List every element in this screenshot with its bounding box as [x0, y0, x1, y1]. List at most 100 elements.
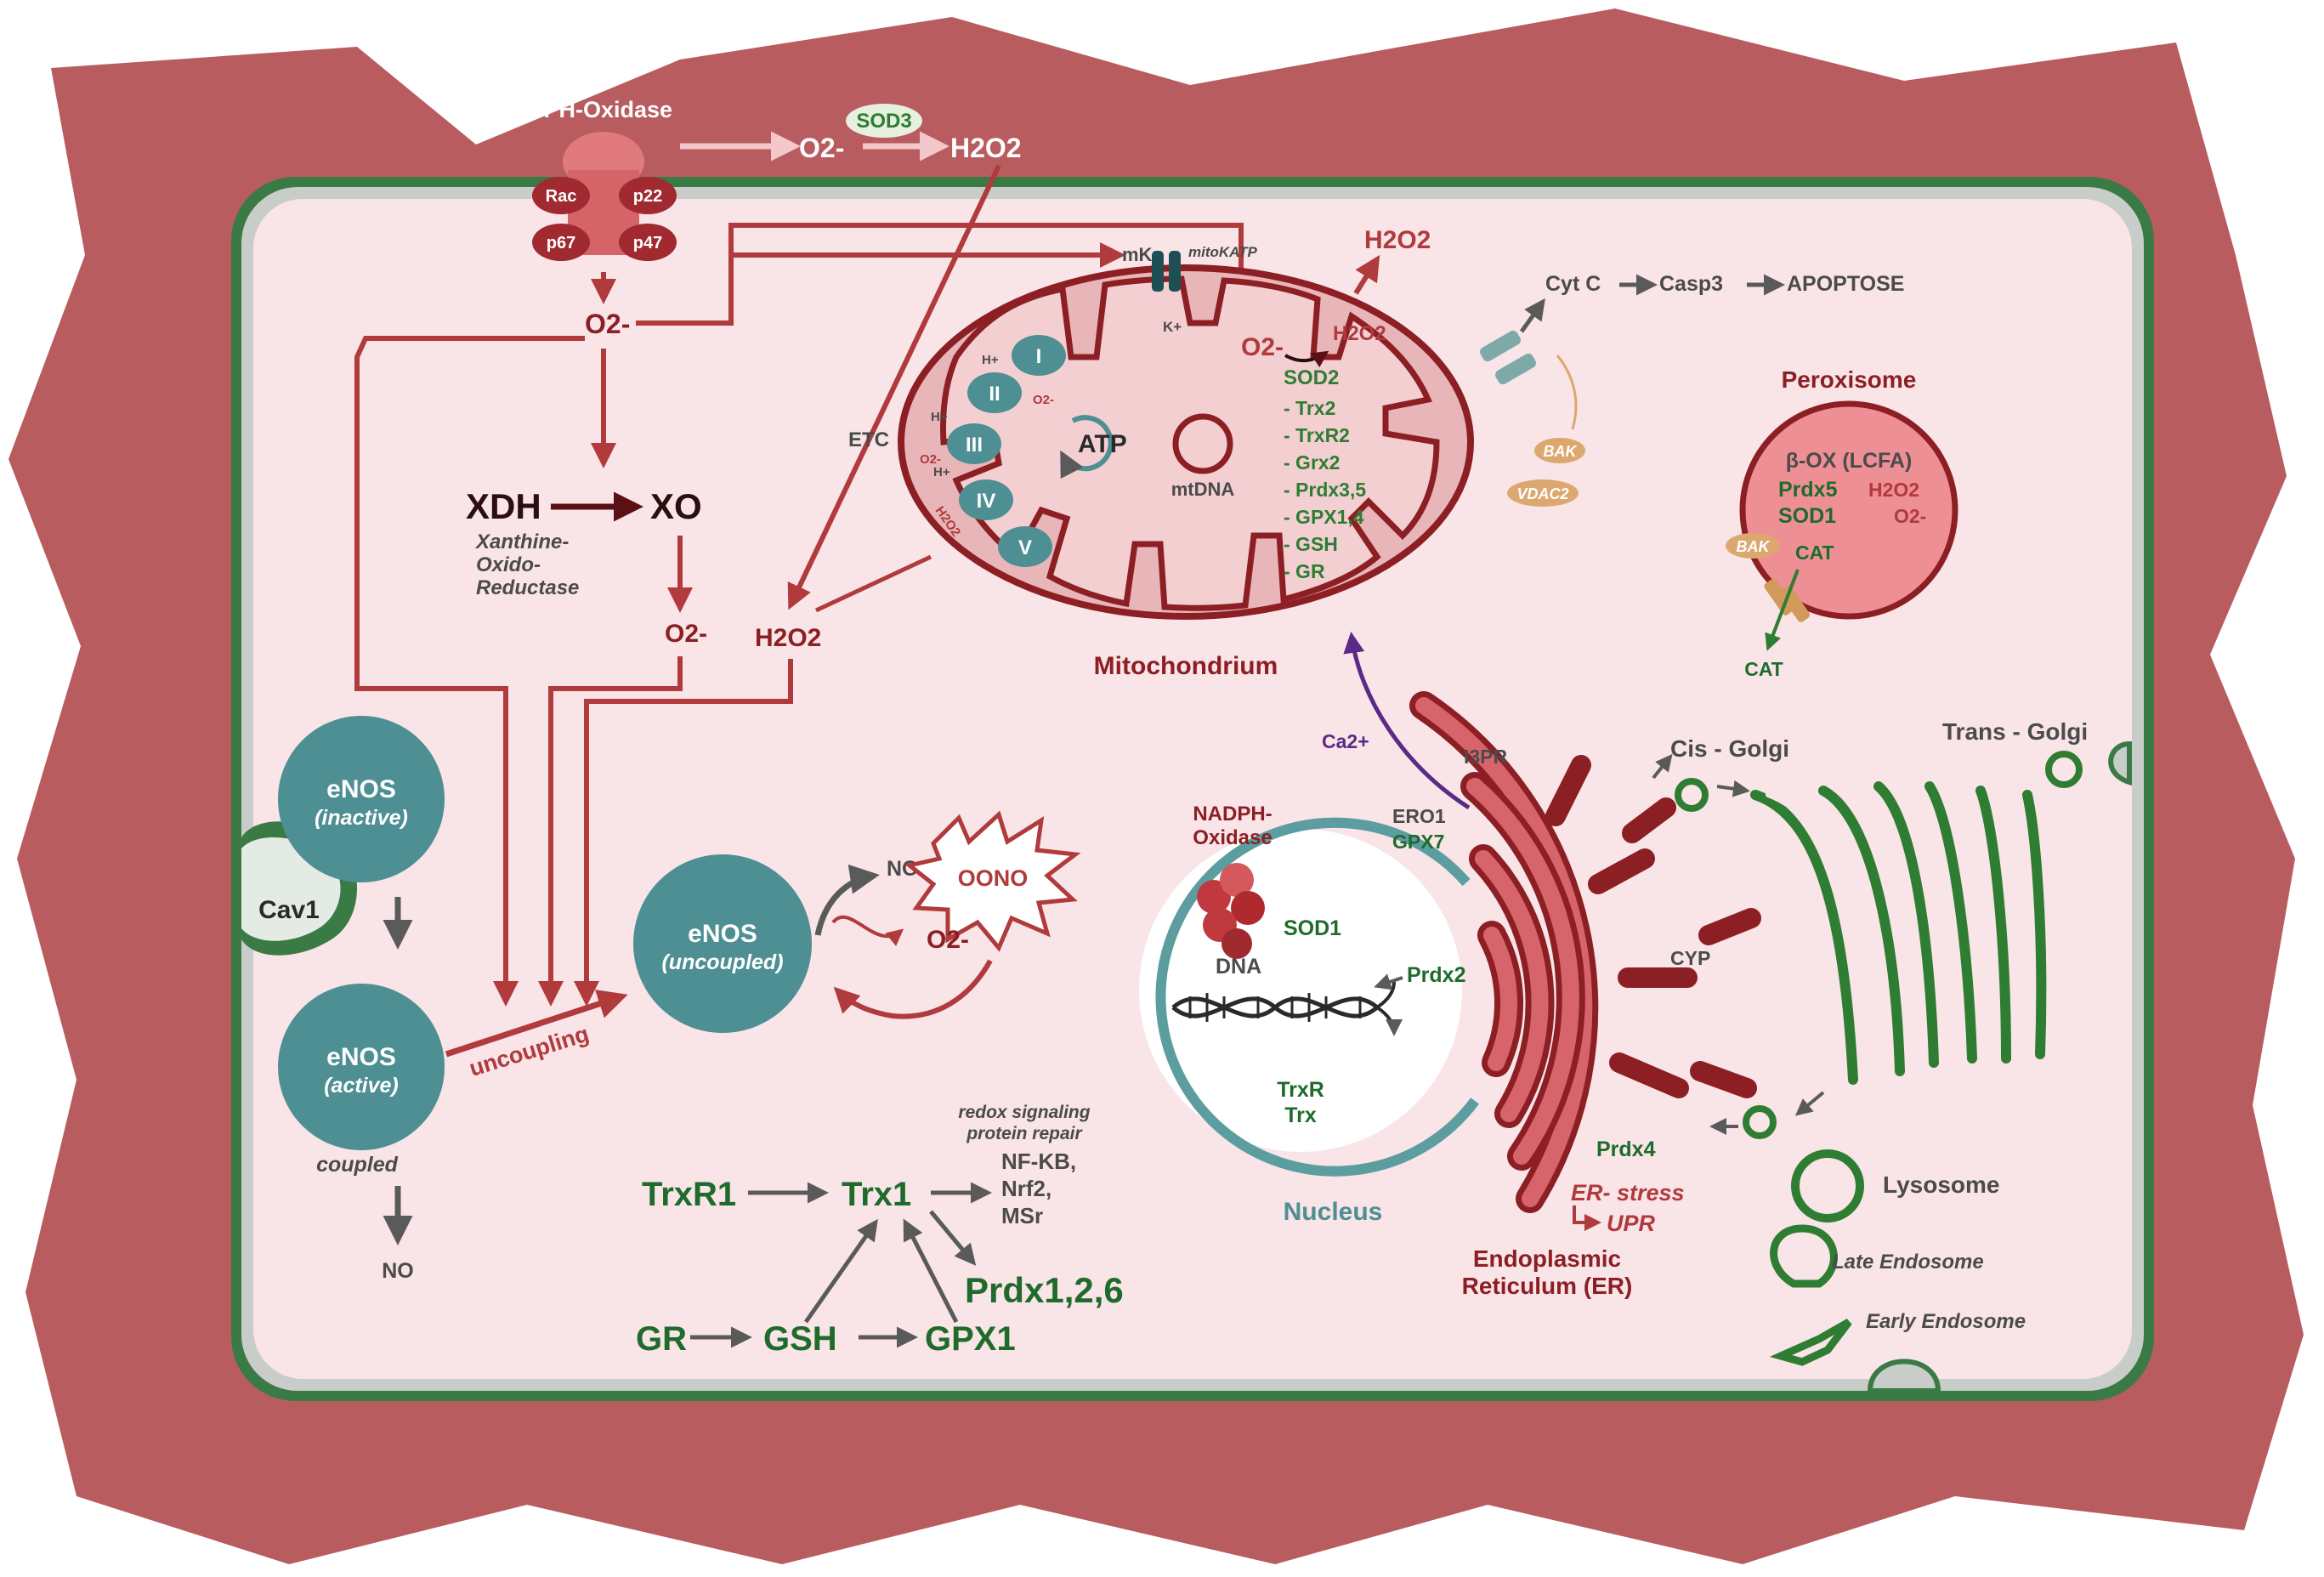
casp3-label: Casp3 — [1659, 272, 1723, 296]
label-p47: p47 — [633, 234, 662, 252]
er-title-2: Reticulum (ER) — [1462, 1273, 1633, 1299]
arrow-ca-to-mito — [1343, 632, 1471, 810]
arrow-mito-h2o2-out — [1353, 254, 1380, 295]
xo-label: XO — [650, 486, 702, 526]
xdh-label: XDH — [466, 486, 541, 526]
label-p67: p67 — [547, 234, 575, 252]
mito-antioxidant-5: - GPX1,4 — [1284, 506, 1364, 528]
subunit-rac — [532, 177, 590, 214]
i3pr-label: I3PR — [1464, 746, 1508, 768]
cytc-label: Cyt C — [1545, 272, 1601, 296]
label-p22: p22 — [633, 187, 662, 206]
proton-label-2: H+ — [931, 410, 948, 424]
etc-label: ETC — [848, 428, 889, 451]
cis-vesicle — [1675, 778, 1709, 812]
apoptose-label: APOPTOSE — [1787, 272, 1904, 296]
cav1-label: Cav1 — [258, 896, 320, 924]
early-endosome — [1769, 1319, 1852, 1366]
peroxisome-title: Peroxisome — [1782, 366, 1917, 393]
sod3-badge — [846, 104, 922, 138]
late-endosome-label: Late Endosome — [1832, 1251, 1984, 1274]
arrow-cytc-release — [1519, 298, 1545, 333]
subunit-p22 — [619, 177, 677, 214]
gr-label: GR — [636, 1320, 687, 1358]
mtdna-label: mtDNA — [1171, 479, 1235, 500]
trans-golgi-label: Trans - Golgi — [1942, 718, 2088, 745]
peroxisome-body — [1739, 400, 1958, 620]
bak-mito-label: BAK — [1544, 443, 1579, 460]
mito-antioxidant-6: - GSH — [1284, 533, 1338, 555]
mito-h2o2-out-label: H2O2 — [1364, 226, 1431, 254]
lysosome — [1791, 1149, 1864, 1222]
peroxisome-sod1: SOD1 — [1778, 504, 1836, 528]
cat-outside-label: CAT — [1744, 658, 1783, 680]
enos-active — [278, 984, 445, 1150]
vdac2-badge — [1507, 479, 1579, 507]
arrow-sod2-conversion — [1284, 350, 1329, 368]
prdx4-label: Prdx4 — [1596, 1137, 1656, 1161]
line-mito-h2o2-out — [814, 554, 932, 613]
oono-burst — [904, 810, 1081, 952]
membrane-vesicle-bottom — [1867, 1359, 1941, 1393]
arrow-o2-to-mito — [636, 223, 1254, 326]
arrow-gsh-trx1 — [803, 1218, 878, 1324]
trans-vesicle — [2045, 751, 2083, 788]
coupled-label: coupled — [316, 1153, 399, 1177]
cis-golgi-label: Cis - Golgi — [1670, 735, 1789, 762]
vdac2-label: VDAC2 — [1516, 485, 1568, 502]
arrow-trx1-prdx — [929, 1210, 977, 1266]
kplus-label: K+ — [1163, 319, 1182, 335]
xo-o2-label: O2- — [665, 620, 707, 648]
complex-ii — [967, 372, 1022, 413]
mk-label: mK — [1122, 244, 1153, 265]
peroxisome-prdx5: Prdx5 — [1778, 478, 1838, 502]
peroxisome-h2o2: H2O2 — [1868, 479, 1919, 501]
proton-label-3: H+ — [933, 465, 950, 479]
bak-peroxisome-label: BAK — [1737, 538, 1771, 555]
nucleus-title: Nucleus — [1284, 1198, 1383, 1226]
nucleus-sod1: SOD1 — [1284, 916, 1341, 940]
subunit-p67 — [532, 224, 590, 261]
upr-label: UPR — [1607, 1211, 1656, 1236]
peroxisome-pore-1 — [1764, 578, 1795, 615]
ero1-label: ERO1 — [1392, 805, 1446, 827]
mito-antioxidant-4: - Prdx3,5 — [1284, 479, 1366, 501]
etc-o2-label-1: O2- — [1033, 393, 1054, 407]
late-endosome — [1770, 1224, 1838, 1288]
arrow-o2-squiggle — [831, 915, 904, 946]
endoplasmic-reticulum — [1409, 691, 1761, 1213]
gpx7-label: GPX7 — [1392, 831, 1444, 853]
protein-repair-note: protein repair — [966, 1124, 1083, 1143]
oono-label: OONO — [958, 865, 1029, 891]
h2o2-extracellular: H2O2 — [950, 133, 1022, 163]
arrow-h2o2-into-cell — [787, 164, 1001, 610]
proton-label-1: H+ — [982, 353, 999, 367]
arrow-er-stress-upr — [1573, 1205, 1601, 1231]
trxr1-label: TrxR1 — [642, 1176, 736, 1213]
complex-iv-label: IV — [977, 490, 996, 513]
gsh-label: GSH — [763, 1320, 837, 1358]
complex-iv — [959, 479, 1013, 520]
mito-antioxidant-1: - Trx2 — [1284, 397, 1335, 419]
enos-uncoupled-title: eNOS — [688, 920, 757, 948]
dna-label: DNA — [1216, 955, 1261, 979]
enos-o2-label: O2- — [927, 926, 969, 954]
target-nfkb: NF-KB, — [1001, 1149, 1076, 1174]
arrow-er-to-vesicle — [1652, 753, 1673, 780]
enos-inactive-title: eNOS — [326, 775, 396, 803]
xanthine-desc-1: Xanthine- — [474, 530, 569, 553]
o2-cytosol: O2- — [585, 309, 630, 339]
arrow-uncoupling — [445, 990, 628, 1058]
target-nrf2: Nrf2, — [1001, 1176, 1051, 1201]
complex-v-label: V — [1018, 536, 1032, 559]
mk-channel-left — [1152, 251, 1164, 292]
nucleus-prdx2: Prdx2 — [1407, 963, 1465, 987]
arrow-enos-uncoupled-no — [814, 864, 880, 936]
prdx126-label: Prdx1,2,6 — [965, 1270, 1124, 1310]
ca-label: Ca2+ — [1322, 730, 1369, 752]
arrow-vesicle-to-golgi — [1716, 780, 1750, 797]
beta-ox-label: β-OX (LCFA) — [1786, 449, 1913, 473]
enos-inactive-state: (inactive) — [315, 806, 408, 830]
mito-antioxidant-3: - Grx2 — [1284, 451, 1340, 474]
